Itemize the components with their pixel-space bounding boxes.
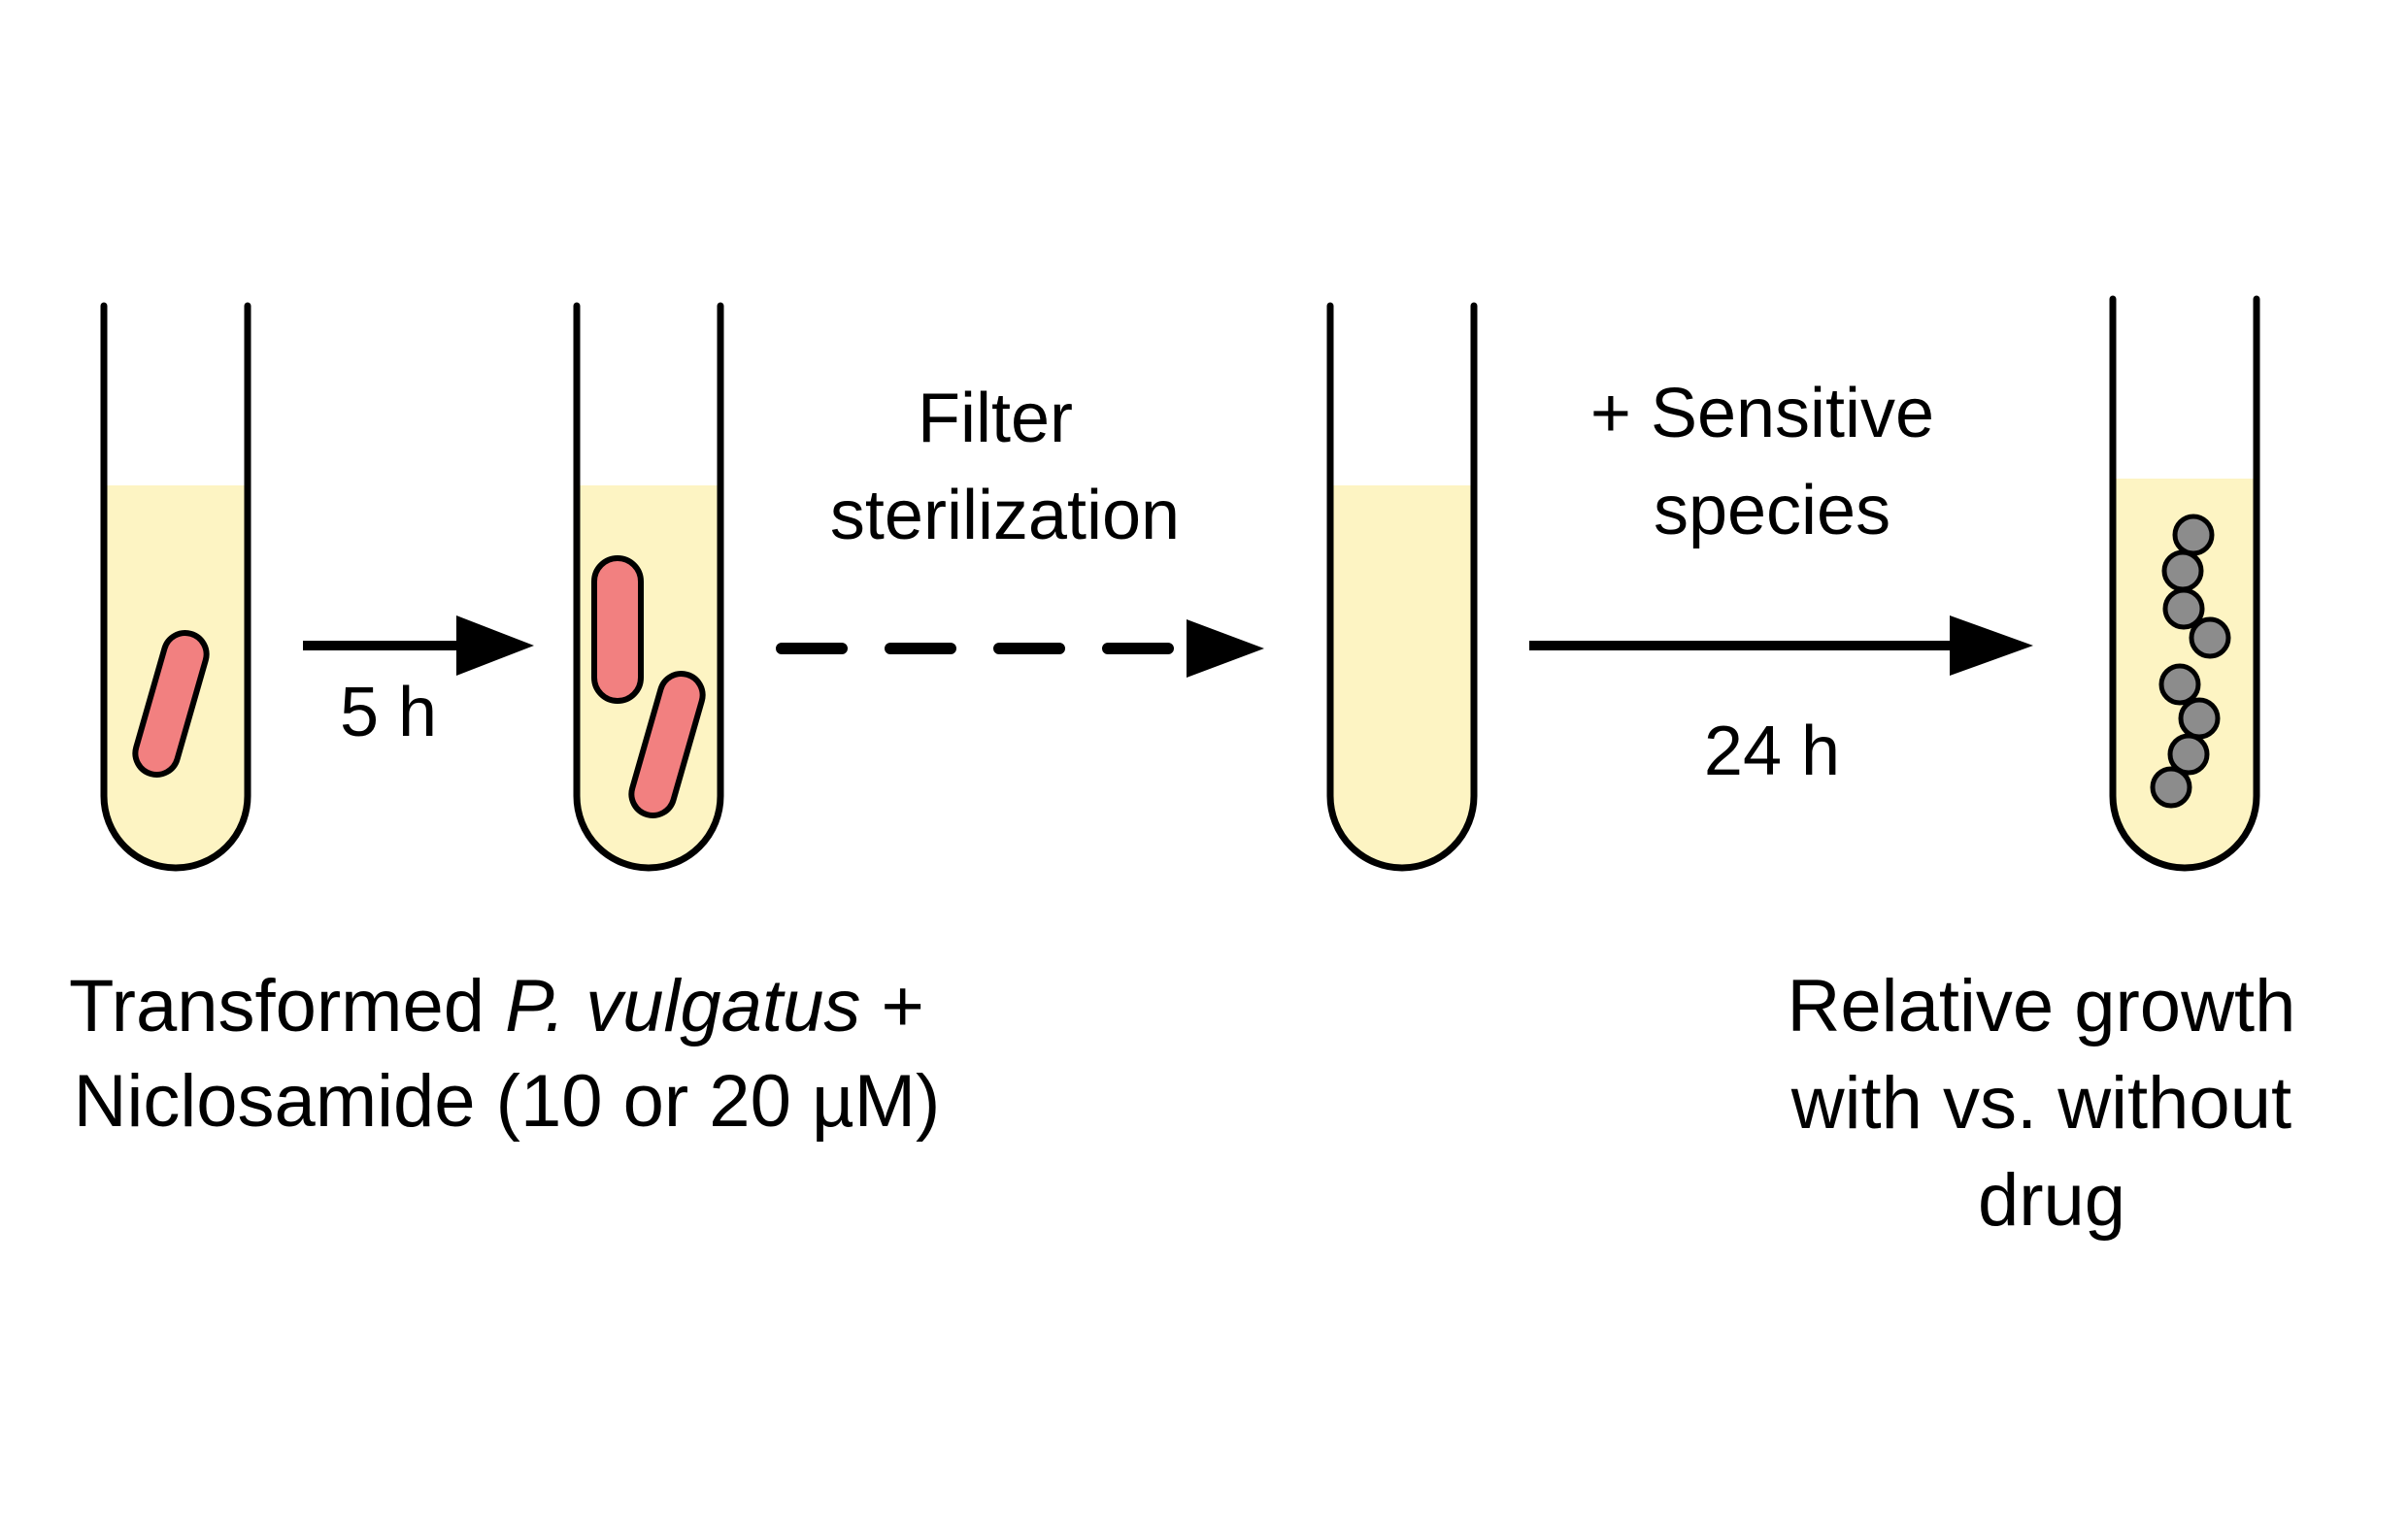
growth-time-label: 24 h	[1704, 713, 1840, 790]
filter-label: Filter sterilization	[830, 380, 1180, 554]
right-caption-line: with vs. without	[1790, 1062, 2291, 1145]
right-caption: Relative growth with vs. without drug	[1788, 965, 2317, 1242]
growth-arrow	[1529, 615, 2033, 676]
add-species-label-line: species	[1654, 472, 1890, 549]
incubation-time-label: 5 h	[340, 674, 437, 751]
left-caption-line-1: Transformed P. vulgatus +	[69, 965, 924, 1047]
filter-arrow	[776, 619, 1264, 678]
sensitive-cell	[2150, 766, 2192, 809]
sensitive-cell	[2162, 587, 2205, 630]
filter-label-line: Filter	[918, 380, 1073, 457]
rod-bacterium	[591, 555, 644, 704]
rod-bacterium	[628, 671, 706, 818]
caption-text: Transformed	[69, 965, 505, 1047]
caption-text: +	[860, 965, 924, 1047]
incubation-arrow	[303, 615, 534, 676]
left-caption-line-2: Niclosamide (10 or 20 µM)	[74, 1060, 941, 1143]
medium-fill	[1330, 485, 1474, 868]
left-caption: Transformed P. vulgatus + Niclosamide (1…	[69, 965, 945, 1143]
rod-bacterium	[132, 630, 210, 778]
tube-outline	[2109, 295, 2260, 872]
filter-label-line: sterilization	[830, 477, 1180, 554]
tube-incubated	[573, 302, 724, 872]
tube-outline	[100, 302, 251, 872]
tube-outline	[573, 302, 724, 872]
tube-filtrate	[1326, 302, 1478, 872]
species-name: P. vulgatus	[505, 965, 860, 1047]
sensitive-cell	[2189, 616, 2231, 659]
right-caption-line: Relative growth	[1788, 965, 2296, 1047]
sensitive-cell	[2172, 514, 2215, 556]
sensitive-cell	[2158, 663, 2201, 706]
tube-outline	[1326, 302, 1478, 872]
right-caption-line: drug	[1978, 1159, 2125, 1242]
sensitive-cell	[2167, 733, 2210, 776]
tube-culture	[100, 302, 251, 872]
add-species-label: + Sensitive species	[1590, 375, 1954, 549]
add-species-label-line: + Sensitive	[1590, 375, 1934, 452]
tube-sensitive-species	[2109, 295, 2260, 872]
sensitive-cell	[2161, 549, 2204, 592]
sensitive-cell	[2178, 697, 2221, 740]
